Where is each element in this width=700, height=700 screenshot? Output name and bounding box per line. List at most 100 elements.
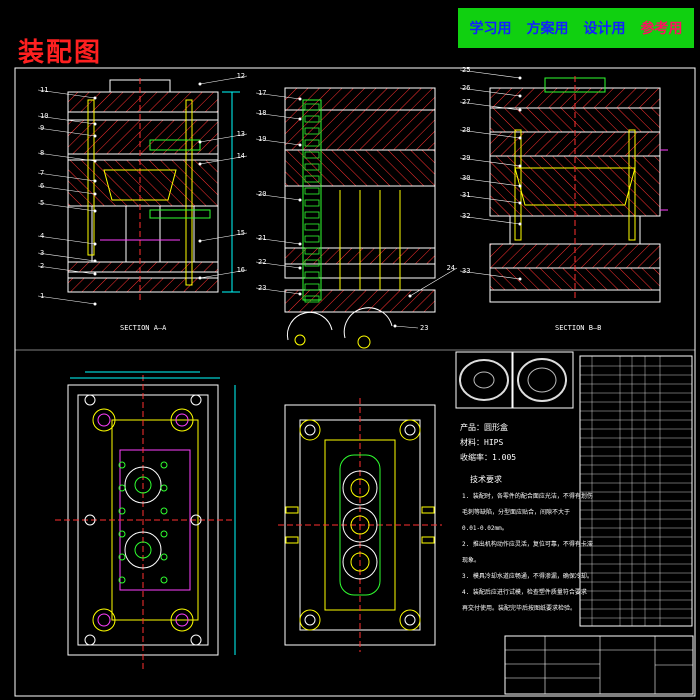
leader-line [459, 194, 521, 204]
note-line: 现象。 [462, 556, 480, 564]
leader-dot [93, 302, 97, 306]
channel-segment [304, 271, 320, 279]
leader-line [255, 193, 301, 201]
plan-middle-features [285, 419, 435, 631]
channel-segment [304, 163, 320, 171]
note-line: 再交付使用。装配完毕后按图纸要求检验。 [462, 604, 576, 612]
guide-bush [399, 609, 421, 631]
leader-line [255, 237, 301, 245]
leader-dot [518, 76, 522, 80]
leader-dot [298, 117, 302, 121]
note-line: 4. 装配后应进行试模，检查塑件质量符合要求 [462, 588, 587, 596]
leader-line [37, 185, 96, 195]
leader-dot [93, 96, 97, 100]
leader-line [459, 129, 521, 139]
channel-segment [304, 139, 320, 147]
callout-number: 16 [237, 266, 245, 274]
channel-segment [304, 259, 320, 267]
guide-bush-bore [404, 614, 416, 626]
fixed-half-plan-view [278, 398, 442, 652]
channel-segment [304, 199, 320, 207]
leader-line [37, 202, 96, 212]
ejector-pin [160, 484, 168, 492]
guide-pillar-hole [170, 608, 194, 632]
cavity-insert-inner [350, 478, 370, 498]
callout-number: 22 [258, 258, 266, 266]
leader-line [255, 287, 301, 295]
guide-pillar-hole [92, 408, 116, 432]
parts-list-grid [580, 356, 692, 626]
leader-dot [198, 239, 202, 243]
callout-number: 18 [258, 109, 266, 117]
channel-segment [304, 151, 320, 159]
guide-bush-bore [304, 614, 316, 626]
leader-dot [518, 277, 522, 281]
callout-number: 6 [40, 182, 44, 190]
leader-dot [93, 272, 97, 276]
ejector-pin [160, 461, 168, 469]
guide-bush [299, 419, 321, 441]
leader-line [394, 325, 419, 329]
callout-number: 15 [237, 229, 245, 237]
callout-number: 12 [237, 72, 245, 80]
leader-dot [93, 242, 97, 246]
leader-dot [93, 179, 97, 183]
note-line: 1. 装配时，各零件的配合面应光洁，不得有划伤 [462, 492, 593, 500]
cavity-insert-inner [350, 552, 370, 572]
callout-number: 11 [40, 86, 48, 94]
section-a-label: SECTION A—A [120, 324, 167, 332]
channel-segment [304, 295, 320, 303]
leader-line [37, 152, 96, 162]
callout-number: 9 [40, 124, 44, 132]
section-b-label: SECTION B—B [555, 324, 601, 332]
callout-number: 25 [462, 66, 470, 74]
banner-label-study: 学习用 [469, 21, 512, 37]
leader-dot [298, 292, 302, 296]
guide-bush-bore [404, 424, 416, 436]
callout-number: 20 [258, 190, 266, 198]
leader-line [459, 270, 521, 280]
leader-dot [93, 134, 97, 138]
callout-number: 21 [258, 234, 266, 242]
ejector-pin [160, 507, 168, 515]
leader-dot [518, 201, 522, 205]
leader-dot [198, 140, 202, 144]
callout-number: 7 [40, 169, 44, 177]
callout-number: 24 [447, 264, 455, 272]
callout-number: 27 [462, 98, 470, 106]
leader-line [199, 133, 248, 143]
note-line: 2. 推出机构动作应灵活，复位可靠，不得有卡滞 [462, 540, 593, 548]
screw-hole [190, 514, 202, 526]
callout-number: 29 [462, 154, 470, 162]
leader-dot [93, 122, 97, 126]
leader-line [199, 155, 248, 165]
leader-dot [93, 259, 97, 263]
leader-line [459, 157, 521, 167]
channel-segment [304, 127, 320, 135]
leader-dot [518, 94, 522, 98]
banner-label-reference: 参考用 [640, 21, 683, 37]
callout-number: 30 [462, 174, 470, 182]
product-preview [455, 351, 574, 409]
guide-pillar-bore [97, 413, 111, 427]
leader-line [37, 295, 96, 305]
callout-number: 13 [237, 130, 245, 138]
channel-segment [304, 211, 320, 219]
leader-line [37, 115, 96, 125]
cavity-insert [342, 544, 378, 580]
leader-line [459, 69, 521, 79]
ejector-pin [118, 484, 126, 492]
middle-section-view [284, 87, 436, 313]
guide-pillar-hole [170, 408, 194, 432]
leader-dot [93, 192, 97, 196]
screw-hole [190, 394, 202, 406]
leader-dot [518, 164, 522, 168]
plan-left-features [84, 394, 202, 646]
water-fitting [421, 536, 435, 544]
channel-segment [304, 223, 320, 231]
guide-pillar-bore [97, 613, 111, 627]
ejector-pin [160, 553, 168, 561]
